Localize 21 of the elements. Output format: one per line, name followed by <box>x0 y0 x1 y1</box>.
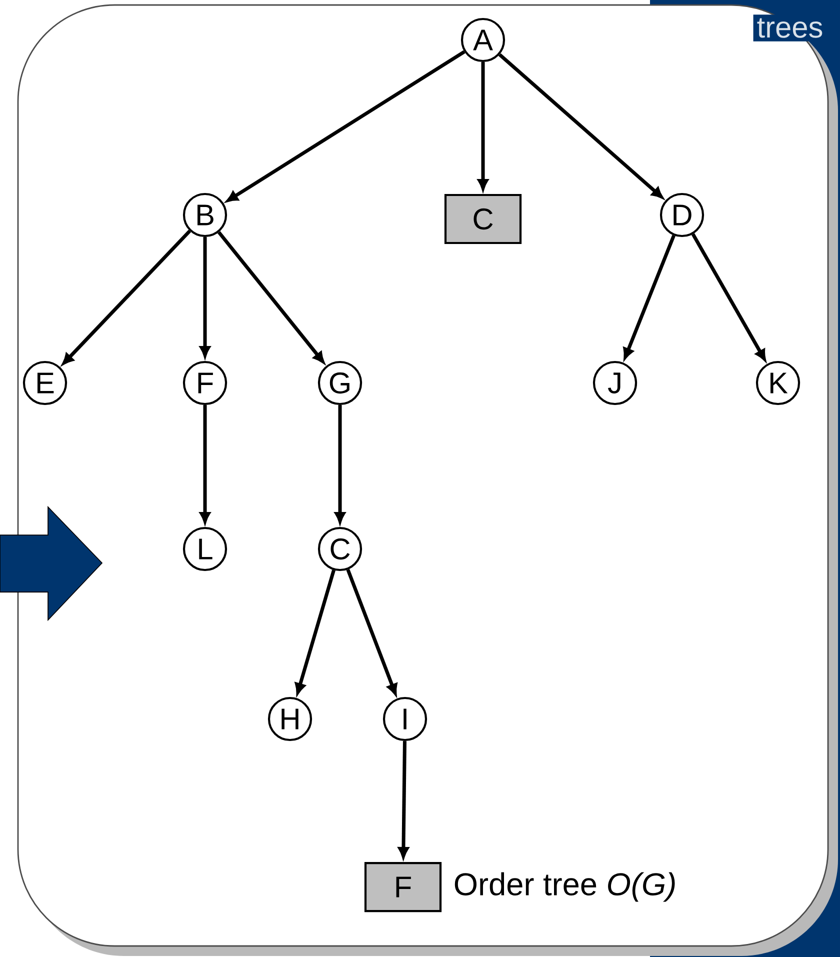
circle-node: H <box>268 696 312 742</box>
tree-caption: Order tree O(G) <box>450 868 680 906</box>
circle-node: K <box>756 360 800 406</box>
circle-node: C <box>318 526 362 572</box>
square-node: C <box>444 194 522 244</box>
circle-node: L <box>182 526 228 572</box>
circle-node: J <box>592 360 638 406</box>
arrow <box>691 233 766 361</box>
arrow <box>226 50 466 202</box>
arrow <box>498 53 663 198</box>
circle-node: I <box>382 696 428 742</box>
square-node: F <box>364 862 442 912</box>
circle-node: B <box>182 192 228 238</box>
circle-node: A <box>460 18 506 62</box>
circle-node: D <box>660 192 704 238</box>
arrow <box>62 230 192 365</box>
circle-node: F <box>182 360 228 406</box>
circle-node: E <box>22 360 68 406</box>
arrow <box>217 231 324 364</box>
heading-text: trees <box>753 14 827 42</box>
circle-node: G <box>318 360 362 406</box>
